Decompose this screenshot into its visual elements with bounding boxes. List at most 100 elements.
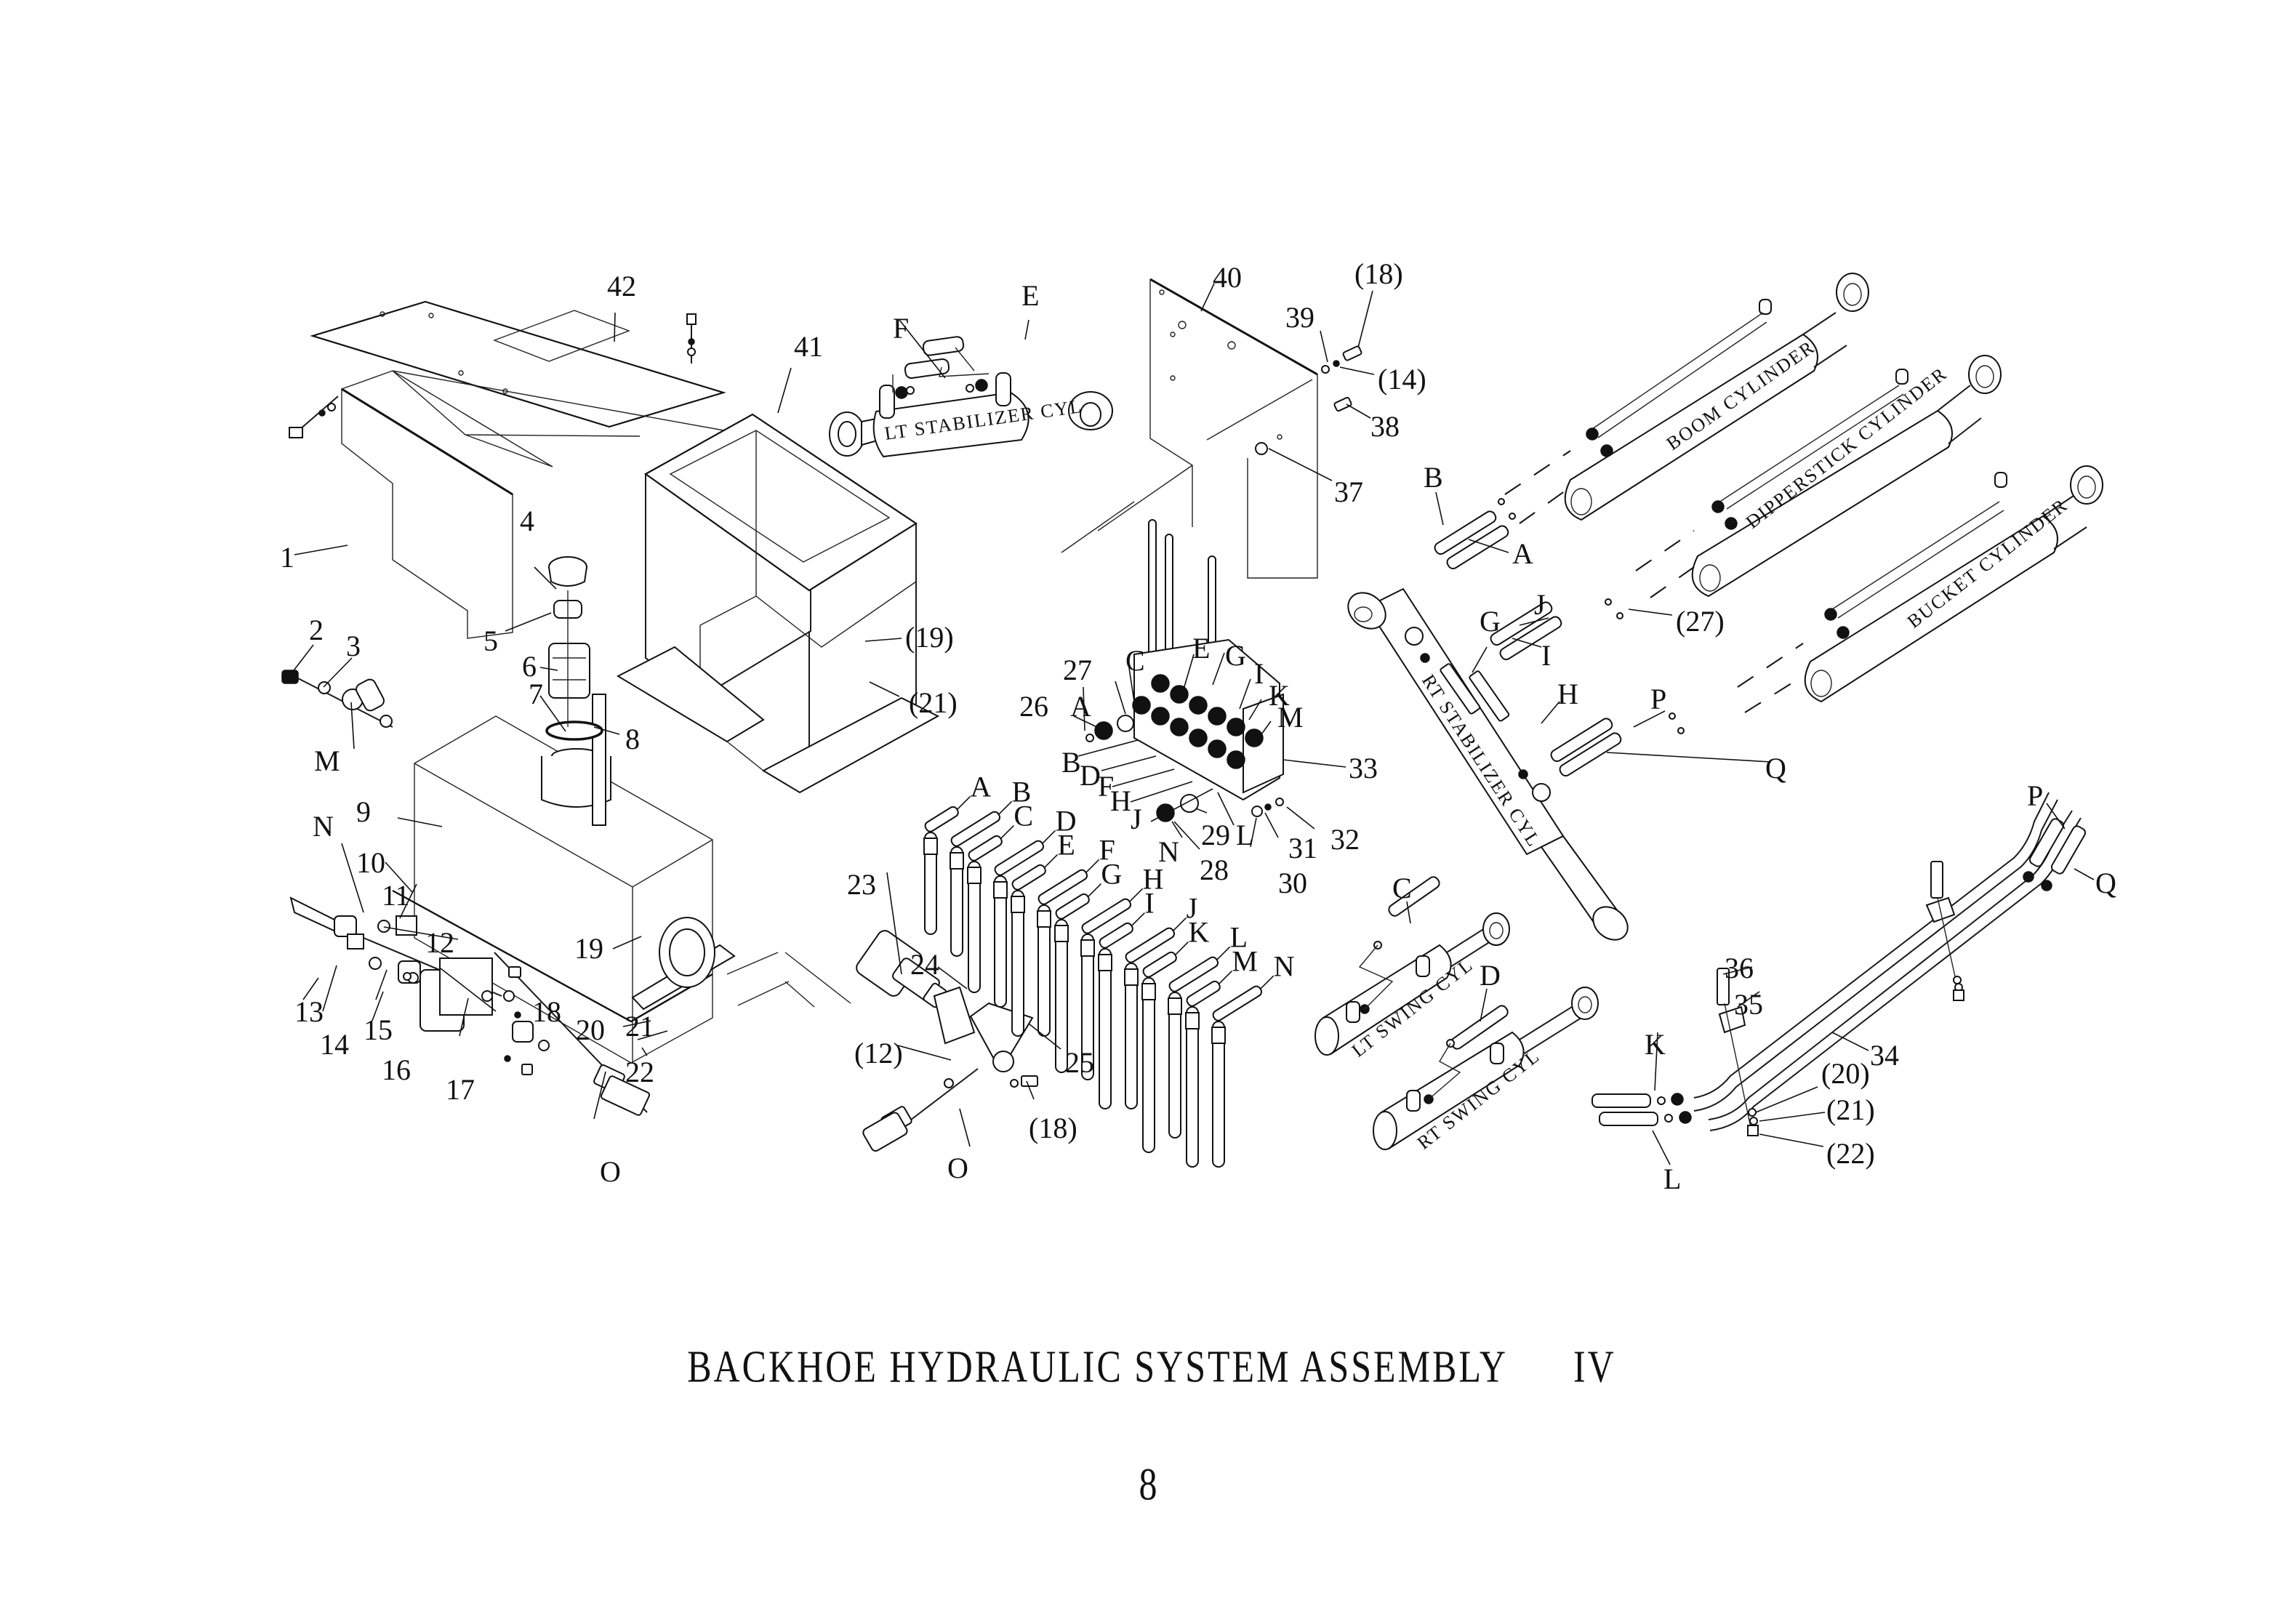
- callout-8: 8: [625, 723, 640, 755]
- hose-c: [967, 835, 1003, 993]
- callout-24: 24: [910, 948, 939, 981]
- callout-H-rtstab: H: [1557, 678, 1578, 710]
- callout-I-dipper: I: [1541, 639, 1551, 672]
- callout-A-hose: A: [970, 771, 991, 803]
- callout-27: 27: [1063, 654, 1092, 686]
- callout-Q-bucket: Q: [1765, 752, 1786, 784]
- callout-23: 23: [847, 868, 876, 901]
- callout-L-hose: L: [1230, 920, 1248, 953]
- callout-G-valve: G: [1225, 639, 1246, 672]
- callout-L-line: L: [1663, 1163, 1681, 1195]
- callout-9: 9: [356, 795, 371, 828]
- callout-38: 38: [1370, 410, 1400, 443]
- hose-i: [1098, 922, 1133, 1109]
- callout-B-boom: B: [1424, 461, 1443, 494]
- callout-N-hose: N: [1274, 949, 1295, 982]
- callout-15: 15: [364, 1013, 393, 1046]
- callout-5: 5: [483, 625, 498, 657]
- callout-37: 37: [1334, 475, 1363, 508]
- callout-40: 40: [1213, 261, 1242, 294]
- callout-19: 19: [574, 932, 603, 965]
- boom-label: BOOM CYLINDER: [1663, 336, 1819, 454]
- callout-J-dipper: J: [1534, 588, 1546, 621]
- hose-leader-d: [1042, 830, 1056, 844]
- hose-j: [1124, 927, 1176, 1109]
- callout-B-hose: B: [1012, 775, 1032, 808]
- callout-20: 20: [576, 1013, 605, 1046]
- callout-Q-line: Q: [2095, 867, 2116, 899]
- hose-leader-i: [1131, 912, 1145, 927]
- callout-A-valve: A: [1070, 690, 1091, 723]
- callout-M-tank: M: [314, 744, 340, 777]
- callout-E-valve: E: [1192, 632, 1210, 665]
- callout-N-valve: N: [1158, 835, 1179, 868]
- cylinder-hose-ends: [1434, 450, 1804, 777]
- callout-p27: (27): [1676, 605, 1725, 638]
- callout-I-hose: I: [1144, 887, 1154, 920]
- hose-leader-f: [1085, 859, 1100, 873]
- hose-leader-j: [1173, 917, 1187, 931]
- callout-7: 7: [529, 678, 543, 710]
- part-42-cover-plate: [310, 300, 726, 428]
- callout-p21: (21): [909, 686, 958, 719]
- callout-F-ltstab: F: [893, 312, 909, 345]
- callout-B-valve: B: [1061, 746, 1081, 779]
- callout-p18: (18): [1354, 257, 1403, 290]
- hose-h: [1080, 898, 1132, 1080]
- callout-3: 3: [346, 630, 361, 662]
- hose-leader-b: [998, 800, 1013, 815]
- callout-41: 41: [794, 330, 823, 363]
- callout-D-hose: D: [1056, 804, 1077, 837]
- callout-14: 14: [320, 1028, 349, 1061]
- hose-leader-g: [1087, 883, 1101, 898]
- part-41-shroud: [616, 413, 940, 794]
- callout-P-line: P: [2027, 779, 2043, 812]
- callout-O-pump: O: [600, 1155, 621, 1188]
- hose-leader-m: [1218, 970, 1232, 985]
- part-33-control-valve: [1085, 519, 1284, 822]
- leader-lines: [289, 283, 2095, 1165]
- hose-leader-e: [1043, 854, 1058, 869]
- callout-p22: (22): [1826, 1137, 1875, 1170]
- callout-H-valve: H: [1110, 784, 1131, 817]
- callout-H-hose: H: [1143, 862, 1164, 895]
- callout-M-valve: M: [1277, 701, 1304, 734]
- title-text: BACKHOE HYDRAULIC SYSTEM ASSEMBLY: [687, 1341, 1509, 1392]
- callout-K-valve: K: [1269, 679, 1290, 712]
- hose-leader-h: [1129, 888, 1144, 902]
- hose-leader-a: [956, 795, 971, 811]
- lt-stabilizer-cylinder: LT STABILIZER CYL: [829, 336, 1113, 458]
- callout-12: 12: [425, 926, 454, 959]
- hose-k: [1141, 951, 1177, 1153]
- callout-G-hose: G: [1101, 858, 1122, 891]
- part-1-side-panel: [289, 370, 757, 639]
- callout-2: 2: [309, 614, 324, 646]
- callout-K-hose: K: [1188, 916, 1209, 949]
- hose-g: [1054, 893, 1090, 1073]
- callout-M-hose: M: [1232, 945, 1258, 978]
- hose-l: [1168, 956, 1219, 1139]
- callout-4: 4: [520, 505, 534, 537]
- hose-leader-l: [1216, 946, 1231, 960]
- callout-I-valve: I: [1254, 657, 1264, 690]
- hose-leader-k: [1174, 941, 1189, 956]
- callout-P-bucket: P: [1650, 683, 1666, 715]
- callout-p14: (14): [1378, 363, 1426, 396]
- callout-36: 36: [1725, 952, 1754, 984]
- callout-L-valve: L: [1236, 819, 1253, 851]
- callout-39: 39: [1285, 301, 1314, 334]
- callout-p12: (12): [854, 1037, 903, 1069]
- callout-p19: (19): [905, 621, 954, 654]
- callout-A-boom: A: [1512, 537, 1533, 570]
- callout-K-line: K: [1645, 1028, 1666, 1061]
- callout-31: 31: [1288, 832, 1317, 864]
- hose-b: [950, 811, 1001, 957]
- callout-D-rtswing: D: [1480, 959, 1501, 992]
- callout-11: 11: [382, 879, 410, 912]
- fittings-2-3-M: [281, 670, 393, 728]
- callout-p18b: (18): [1029, 1112, 1077, 1144]
- callout-28: 28: [1200, 854, 1229, 886]
- suction-filter-assembly: [726, 930, 1038, 1152]
